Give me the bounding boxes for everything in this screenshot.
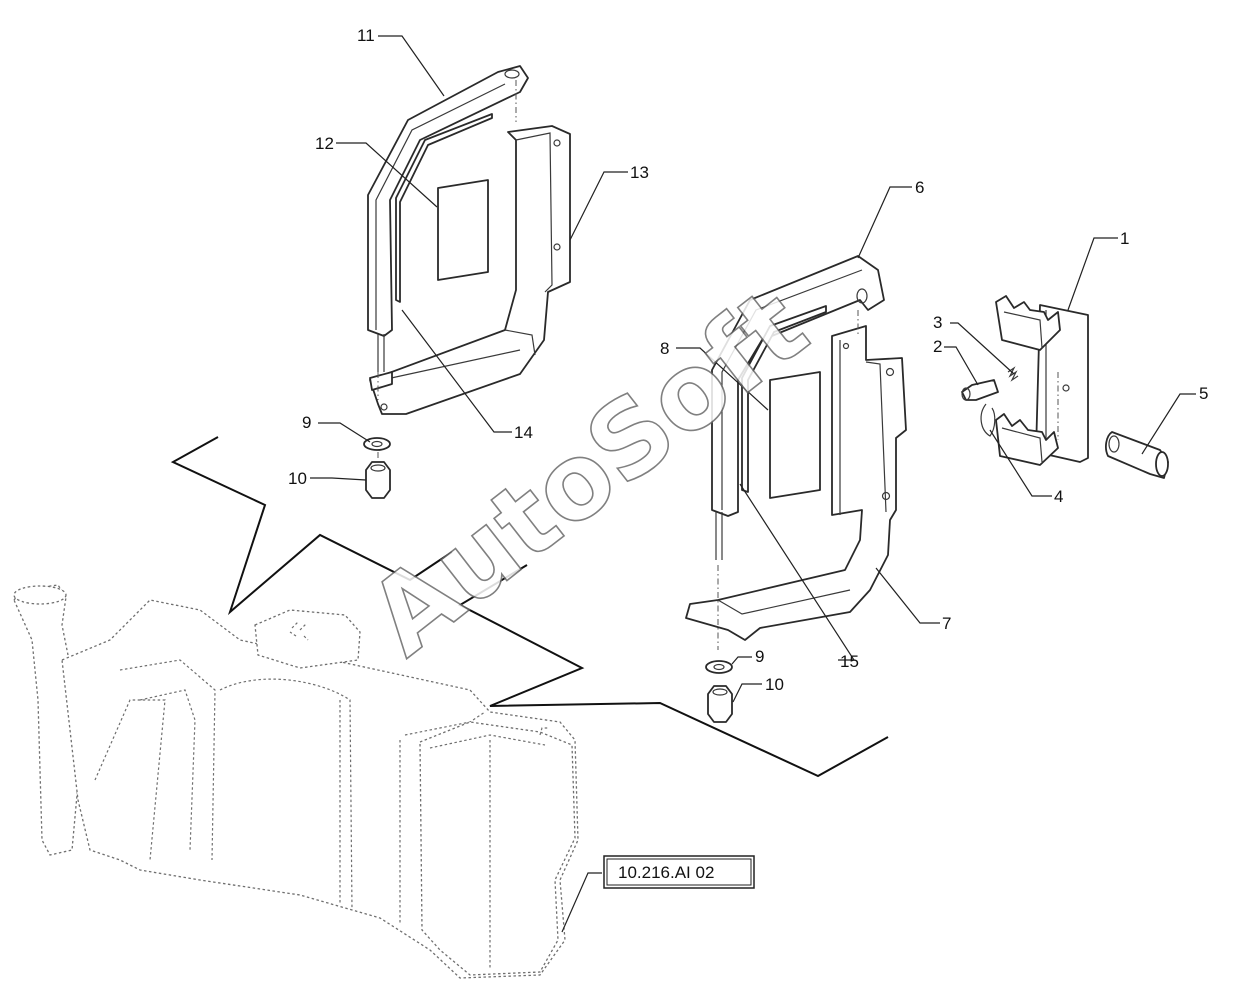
reference-tag[interactable]: 10.216.AI 02 [603, 855, 755, 889]
bracket-assembly-left [367, 65, 571, 415]
callout-label-6: 6 [915, 178, 924, 197]
callout-label-14: 14 [514, 423, 533, 442]
callout-label-2: 2 [933, 337, 942, 356]
bracket-assembly-right [685, 255, 907, 650]
hardware-right [705, 660, 733, 723]
callout-label-5: 5 [1199, 384, 1208, 403]
callout-label-7: 7 [942, 614, 951, 633]
callout-label-10-left: 10 [288, 469, 307, 488]
callout-label-3: 3 [933, 313, 942, 332]
callout-label-12: 12 [315, 134, 334, 153]
reference-tag-label: 10.216.AI 02 [618, 863, 714, 882]
callout-label-4: 4 [1054, 487, 1063, 506]
callout-zigzag [170, 436, 889, 778]
callout-label-11: 11 [357, 26, 375, 45]
leader-lines [310, 35, 1196, 933]
fuel-tank [13, 584, 579, 979]
callout-label-9-left: 9 [302, 413, 311, 432]
latch-assembly [961, 295, 1169, 479]
callout-label-10-right: 10 [765, 675, 784, 694]
callout-label-15: 15 [840, 652, 859, 671]
callout-label-1: 1 [1120, 229, 1129, 248]
hardware-left [363, 437, 391, 499]
callout-label-9-right: 9 [755, 647, 764, 666]
callout-labels: 11 12 13 14 9 10 6 8 15 7 9 10 1 3 2 4 5 [288, 26, 1208, 694]
callout-label-8: 8 [660, 339, 669, 358]
callout-label-13: 13 [630, 163, 649, 182]
